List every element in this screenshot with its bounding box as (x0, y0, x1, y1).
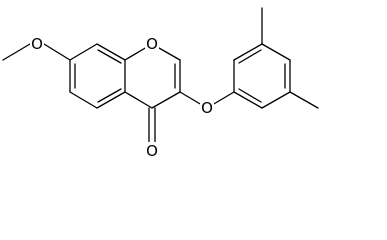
benzo-ring (69, 43, 126, 109)
methyl-substituents (261, 7, 319, 109)
methoxy-oxygen-label: O (31, 35, 43, 53)
atom-labels: O O O O (30, 35, 214, 160)
carbonyl-oxygen-label: O (146, 142, 158, 160)
ring-oxygen-label: O (146, 35, 158, 53)
methyl-right-bond (289, 91, 319, 109)
carbonyl-group (148, 107, 156, 143)
methoxy-o-bond (43, 43, 71, 61)
ether-oxygen-label: O (201, 99, 213, 117)
chemical-structure-diagram: O O O O (2, 7, 319, 160)
dimethylphenyl-ring (233, 43, 291, 109)
methyl-bond (2, 43, 31, 61)
methoxy-group (2, 43, 71, 61)
pyranone-ring (124, 43, 181, 109)
